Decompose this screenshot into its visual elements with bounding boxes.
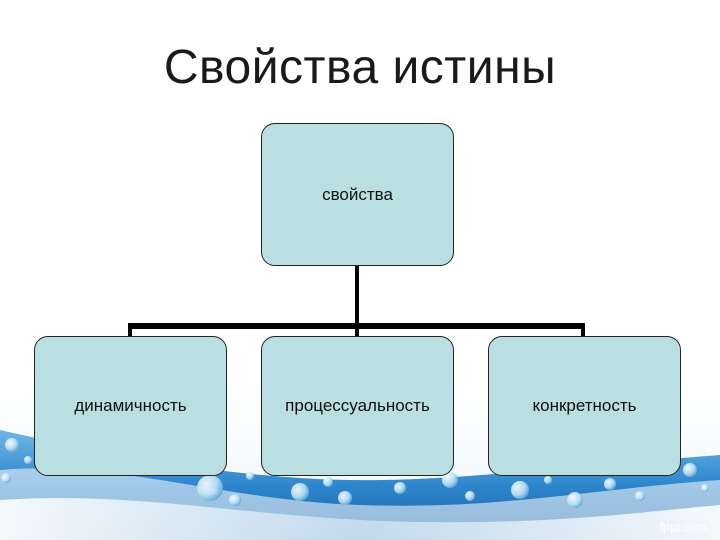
child-node-concreteness: конкретность — [488, 336, 681, 476]
watermark: fppt.com — [659, 520, 706, 534]
root-node: свойства — [261, 123, 454, 266]
child-node-label: процессуальность — [285, 396, 430, 415]
root-node-label: свойства — [322, 184, 393, 204]
bubbles — [1, 438, 709, 508]
connector-child-2 — [355, 323, 359, 336]
child-node-processuality: процессуальность — [261, 336, 454, 476]
child-node-label: конкретность — [532, 396, 637, 415]
slide-title: Свойства истины — [163, 41, 557, 94]
child-node-label: динамичность — [74, 396, 187, 415]
connector-child-3 — [581, 323, 585, 336]
connector-root-stem — [355, 266, 359, 326]
connector-child-1 — [128, 323, 132, 336]
child-node-dynamism: динамичность — [34, 336, 227, 476]
